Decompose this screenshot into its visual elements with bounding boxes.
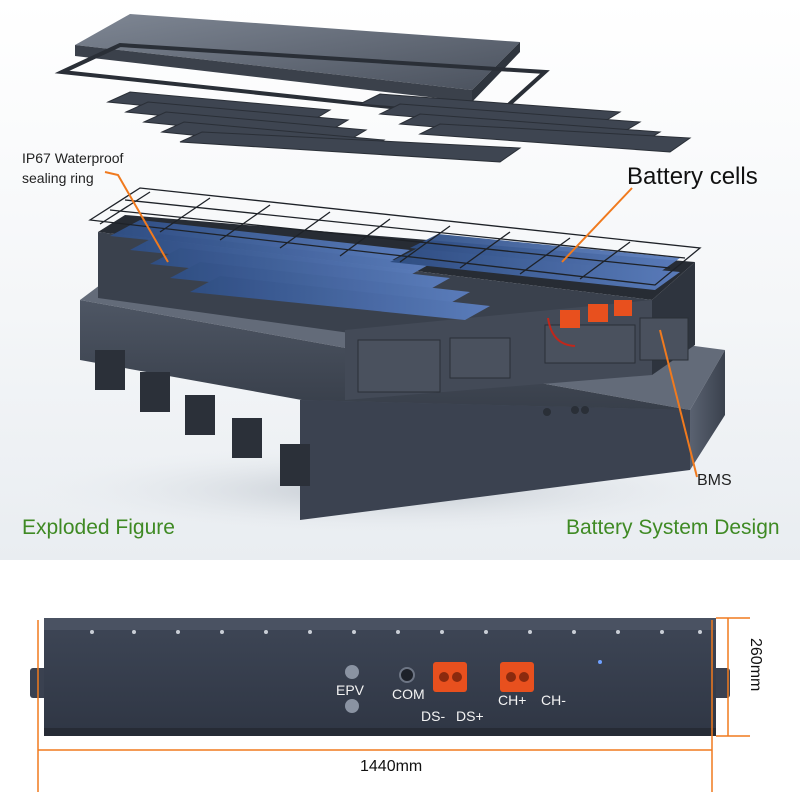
top-lid [75, 14, 520, 102]
wire-grid [88, 187, 702, 286]
sealing-ring-label: IP67 Waterproof sealing ring [22, 150, 124, 186]
com-label: COM [392, 686, 425, 702]
ds-minus-label: DS- [421, 708, 446, 724]
right-bracket [712, 668, 730, 698]
height-dimension-label: 260mm [747, 638, 764, 692]
ch-plus-label: CH+ [498, 692, 527, 708]
dimension-lines [37, 617, 750, 792]
left-bracket [30, 668, 48, 698]
ds-plus-label: DS+ [456, 708, 484, 724]
exploded-figure-caption: Exploded Figure [22, 516, 175, 539]
battery-casing-front [44, 618, 716, 736]
epv-label: EPV [336, 682, 365, 698]
epv-valve-icon [345, 665, 359, 713]
battery-cells-label: Battery cells [627, 163, 758, 190]
length-dimension-label: 1440mm [360, 758, 423, 775]
battery-system-design-caption: Battery System Design [566, 516, 780, 539]
ch-connector-icon [500, 662, 534, 692]
bms-label: BMS [697, 472, 732, 489]
front-view-illustration [30, 617, 750, 792]
sealing-ring-frame [54, 42, 550, 121]
bms-connectors [547, 300, 632, 347]
leader-lines [104, 171, 698, 478]
lid-bolts [90, 630, 702, 634]
exploded-figure-panel: IP67 Waterproof sealing ring Battery cel… [0, 0, 800, 560]
ds-connector-icon [433, 662, 467, 692]
cover-strips-layer [106, 91, 692, 163]
com-port-icon [399, 667, 415, 683]
ch-minus-label: CH- [541, 692, 566, 708]
front-view-panel: EPV COM DS- DS+ CH+ CH- 1440mm 260mm [0, 560, 800, 800]
exploded-battery-illustration [30, 14, 750, 535]
